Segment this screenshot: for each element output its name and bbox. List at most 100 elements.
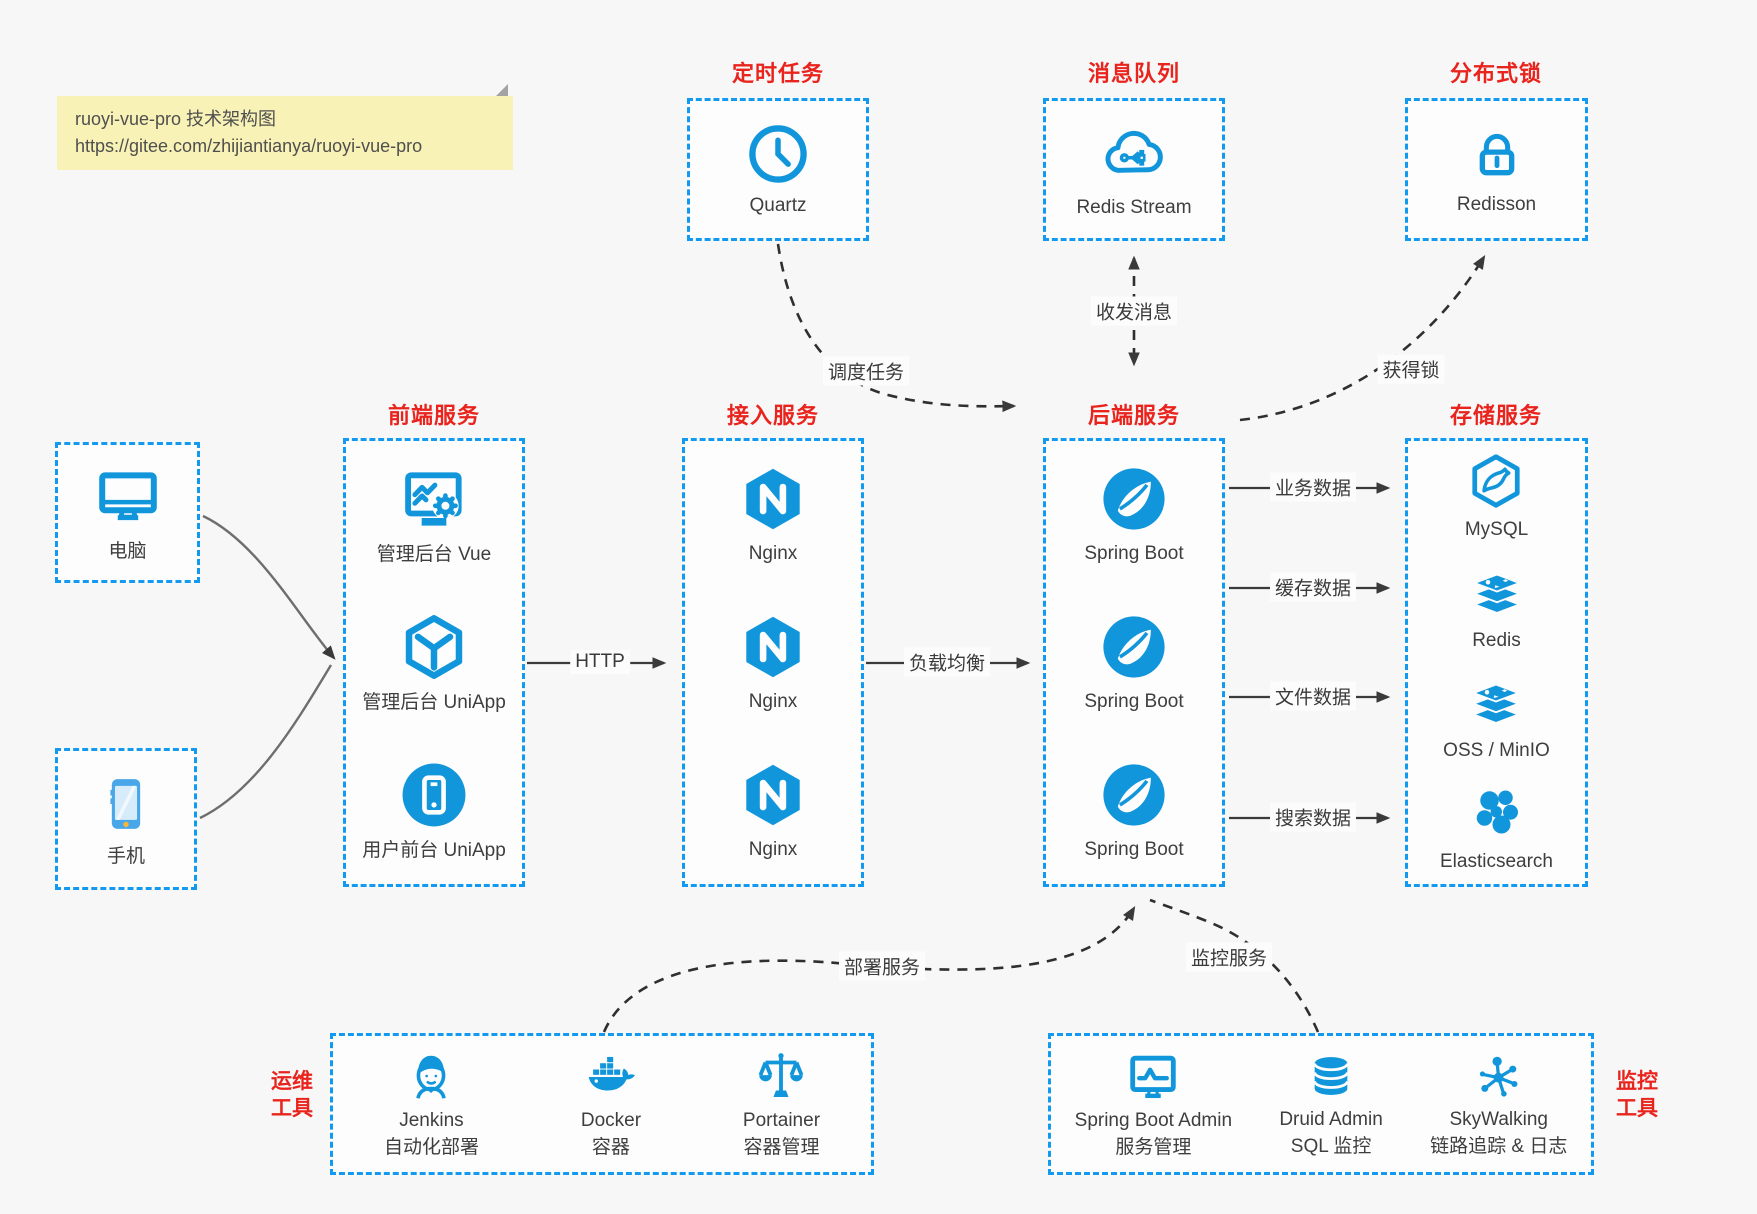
admin-monitor-gear-icon [397,462,471,536]
docker-whale-icon [582,1048,640,1106]
section-title-mq: 消息队列 [1087,61,1180,86]
node-portainer: Portainer 容器管理 [743,1048,820,1160]
node-desc: 链路追踪 & 日志 [1430,1136,1568,1157]
node-label: Spring Boot [1084,543,1184,565]
cloud-stream-icon [1099,119,1169,189]
section-title-monitor: 监控 工具 [1616,1070,1658,1120]
edge-label-file-data: 文件数据 [1269,681,1357,711]
node-label: Nginx [748,838,798,860]
node-redis-stream: Redis Stream [1076,119,1192,220]
nginx-icon [737,463,809,535]
note-title: ruoyi-vue-pro 技术架构图 [75,109,277,129]
smartphone-icon [92,770,160,838]
clock-icon [745,121,811,187]
note-url: https://gitee.com/zhijiantianya/ruoyi-vu… [75,136,423,156]
section-title-gateway: 接入服务 [726,403,819,428]
node-label: Redisson [1456,194,1537,215]
jenkins-butler-icon [402,1048,460,1106]
node-label: Nginx [748,543,798,565]
computer-monitor-icon [92,461,164,533]
node-name: Docker [580,1110,642,1131]
node-label: 电脑 [108,541,147,562]
node-springboot-2: Spring Boot [1084,611,1184,714]
box-scheduled-task: Quartz [687,98,869,241]
mysql-dolphin-icon [1466,451,1526,511]
node-oss-minio: OSS / MinIO [1443,672,1550,763]
node-mysql: MySQL [1465,451,1528,542]
node-admin-vue: 管理后台 Vue [377,462,491,567]
section-title-scheduled: 定时任务 [731,61,824,86]
node-name: Portainer [742,1110,821,1131]
node-label: 管理后台 UniApp [362,691,506,713]
node-elasticsearch: Elasticsearch [1440,783,1553,874]
nginx-icon [737,611,809,683]
box-gateway-services: Nginx Nginx Nginx [682,438,864,887]
node-desc: SQL 监控 [1290,1136,1372,1157]
portainer-scales-icon [752,1048,810,1106]
node-name: Spring Boot Admin [1074,1110,1233,1131]
node-name: Druid Admin [1279,1109,1383,1130]
node-desc: 容器管理 [743,1137,820,1158]
node-nginx-3: Nginx [737,759,809,862]
box-monitor-tools: Spring Boot Admin 服务管理 Druid Admin SQL 监… [1048,1033,1594,1175]
spring-leaf-icon [1098,463,1170,535]
node-quartz: Quartz [745,121,811,218]
node-label: MySQL [1464,518,1529,540]
section-title-lock: 分布式锁 [1449,61,1542,86]
node-desc: 自动化部署 [383,1137,479,1158]
uniapp-cube-icon [397,610,471,684]
node-jenkins: Jenkins 自动化部署 [384,1048,479,1160]
skywalking-topology-icon [1471,1049,1527,1105]
node-label: Redis [1472,629,1521,651]
node-spring-boot-admin: Spring Boot Admin 服务管理 [1075,1048,1232,1160]
node-user-uniapp: 用户前台 UniApp [362,758,506,863]
box-distributed-lock: Redisson [1405,98,1588,241]
box-client-computer: 电脑 [55,442,200,583]
node-label: Quartz [749,195,807,216]
box-message-queue: Redis Stream [1043,98,1225,241]
edge-label-monitoring: 监控服务 [1185,942,1273,972]
spring-leaf-icon [1098,759,1170,831]
lock-icon [1465,122,1529,186]
edge-label-schedule: 调度任务 [822,356,910,386]
edge-label-message: 收发消息 [1090,296,1178,326]
edge-label-acquire-lock: 获得锁 [1377,354,1445,384]
node-label: OSS / MinIO [1443,740,1550,762]
node-springboot-3: Spring Boot [1084,759,1184,862]
node-name: Jenkins [399,1110,464,1131]
nginx-icon [737,759,809,831]
node-druid-admin: Druid Admin SQL 监控 [1279,1049,1383,1159]
node-desc: 服务管理 [1115,1137,1192,1158]
node-desc: 容器 [591,1137,630,1158]
box-client-phone: 手机 [55,748,197,890]
node-skywalking: SkyWalking 链路追踪 & 日志 [1430,1049,1567,1159]
box-storage-services: MySQL Redis [1405,438,1588,887]
section-title-frontend: 前端服务 [387,403,480,428]
section-title-ops: 运维 工具 [271,1070,313,1120]
node-phone: 手机 [92,770,160,869]
node-label: Elasticsearch [1440,851,1553,873]
druid-database-icon [1303,1049,1359,1105]
section-title-storage: 存储服务 [1449,403,1542,428]
box-ops-tools: Jenkins 自动化部署 Docker 容器 [330,1033,874,1175]
title-note: ruoyi-vue-pro 技术架构图 https://gitee.com/zh… [57,96,513,170]
sba-monitor-icon [1124,1048,1182,1106]
node-docker: Docker 容器 [581,1048,641,1160]
spring-leaf-icon [1098,611,1170,683]
edge-label-http: HTTP [570,650,630,674]
node-label: Nginx [748,690,798,712]
elasticsearch-icon [1467,783,1527,843]
node-label: 用户前台 UniApp [362,839,506,861]
node-redisson: Redisson [1457,122,1536,217]
node-nginx-1: Nginx [737,463,809,566]
box-frontend-services: 管理后台 Vue 管理后台 UniApp 用户前台 UniApp [343,438,525,887]
section-title-backend: 后端服务 [1087,403,1180,428]
edge-label-cache-data: 缓存数据 [1269,572,1357,602]
edge-label-biz-data: 业务数据 [1269,472,1357,502]
phone-circle-icon [397,758,471,832]
edge-label-load-balance: 负载均衡 [903,647,991,677]
node-name: SkyWalking [1449,1109,1548,1130]
redis-stack-icon [1467,562,1527,622]
edge-label-deploy: 部署服务 [838,951,926,981]
